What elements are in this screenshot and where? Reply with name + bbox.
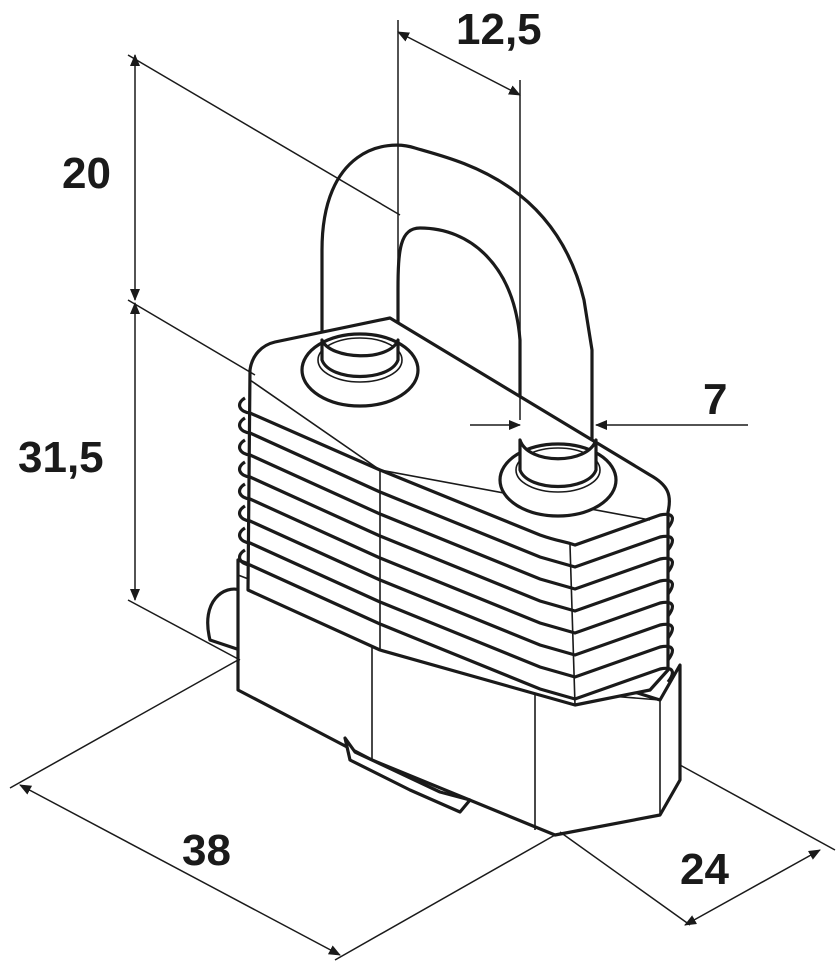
lamination-plates xyxy=(237,396,674,701)
padlock xyxy=(206,143,682,837)
dimension-lines xyxy=(9,20,836,961)
dim-label-body-height: 31,5 xyxy=(18,433,104,482)
dim-label-shackle-diameter: 7 xyxy=(703,375,727,424)
dim-label-shackle-clearance: 12,5 xyxy=(456,5,542,54)
shackle-collar-right xyxy=(498,438,618,518)
shackle-collar-left xyxy=(300,332,420,408)
dim-label-body-depth: 24 xyxy=(680,845,729,894)
dim-label-shackle-height: 20 xyxy=(62,149,111,198)
dim-label-body-width: 38 xyxy=(182,826,231,875)
